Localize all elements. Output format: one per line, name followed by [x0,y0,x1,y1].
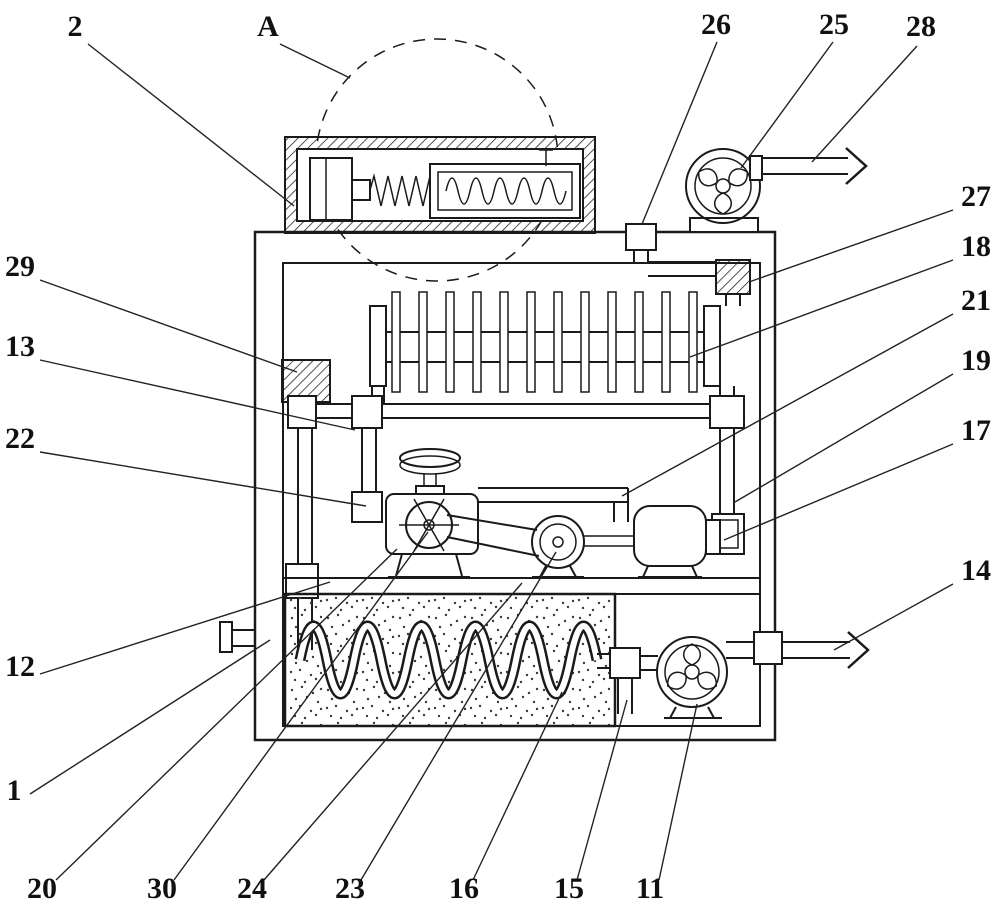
pipework [285,386,745,650]
callout-1: 1 [7,639,271,807]
label-27: 27 [961,180,991,213]
label-26: 26 [701,8,731,41]
fan-blades [697,168,749,215]
label-29: 29 [5,250,35,283]
callout-22: 22 [5,422,367,507]
callouts: 2 A 26 25 28 27 18 21 [5,8,991,905]
divider-shelf [283,577,760,595]
label-A: A [257,10,279,43]
callout-2: 2 [68,10,295,207]
callout-25: 25 [740,8,849,169]
valve-handwheel [399,448,461,497]
pipe-coupler-22 [351,491,383,523]
damper-box [284,136,596,234]
callout-28: 28 [811,10,936,163]
piston-rod [351,179,371,201]
callout-23: 23 [335,551,557,905]
label-20: 20 [27,872,57,905]
callout-A: A [257,10,351,79]
pipe-coupler [709,395,745,429]
callout-24: 24 [237,582,523,905]
callout-15: 15 [554,699,628,905]
spring [369,173,434,207]
label-17: 17 [961,414,991,447]
pipe-coupler-13 [351,395,383,429]
callout-11: 11 [636,703,698,905]
label-11: 11 [636,872,664,905]
callout-19: 19 [734,344,991,503]
callout-27: 27 [748,180,991,283]
label-21: 21 [961,284,991,317]
belt [446,536,540,557]
label-24: 24 [237,872,267,905]
callout-16: 16 [449,691,563,905]
bottom-fan-blower [656,636,728,719]
label-16: 16 [449,872,479,905]
top-outlet-pipe [762,147,868,185]
pipe-coupler [287,395,317,429]
callout-18: 18 [689,230,991,358]
label-12: 12 [5,650,35,683]
tank-outlet-coupler [609,647,658,714]
callout-26: 26 [641,8,731,225]
belt [446,514,538,531]
label-23: 23 [335,872,365,905]
intake-duct [625,223,716,277]
label-22: 22 [5,422,35,455]
cylinder-coil [445,177,567,205]
label-30: 30 [147,872,177,905]
bottom-outlet-pipe [726,631,870,669]
label-13: 13 [5,330,35,363]
pipe-coupler-14 [753,631,783,665]
label-18: 18 [961,230,991,263]
callout-17: 17 [723,414,991,541]
label-14: 14 [961,554,991,587]
belt-drive [446,514,585,578]
pulley [531,515,585,569]
screw [539,149,553,166]
callout-20: 20 [27,548,398,905]
flow-arrow [845,147,868,185]
pump-assembly [385,493,479,578]
fan-blades [666,643,718,690]
callout-14: 14 [833,554,991,651]
top-fan-blower [685,148,763,233]
label-2: 2 [68,10,83,43]
label-25: 25 [819,8,849,41]
label-1: 1 [7,774,22,807]
callout-12: 12 [5,581,331,683]
left-drain-pipe [219,621,256,653]
damper-cylinder [429,163,581,219]
label-15: 15 [554,872,584,905]
callout-29: 29 [5,250,298,373]
heat-exchanger [369,291,721,404]
exchanger-fins [391,291,698,393]
motor [584,505,721,578]
label-19: 19 [961,344,991,377]
tank-coil-inner [297,623,600,697]
hatched-connector-block [715,259,751,306]
callout-30: 30 [147,531,429,905]
callout-13: 13 [5,330,356,431]
pipe-coupler-12 [285,563,319,599]
label-28: 28 [906,10,936,43]
piston-block [309,157,353,221]
callout-21: 21 [621,284,991,497]
